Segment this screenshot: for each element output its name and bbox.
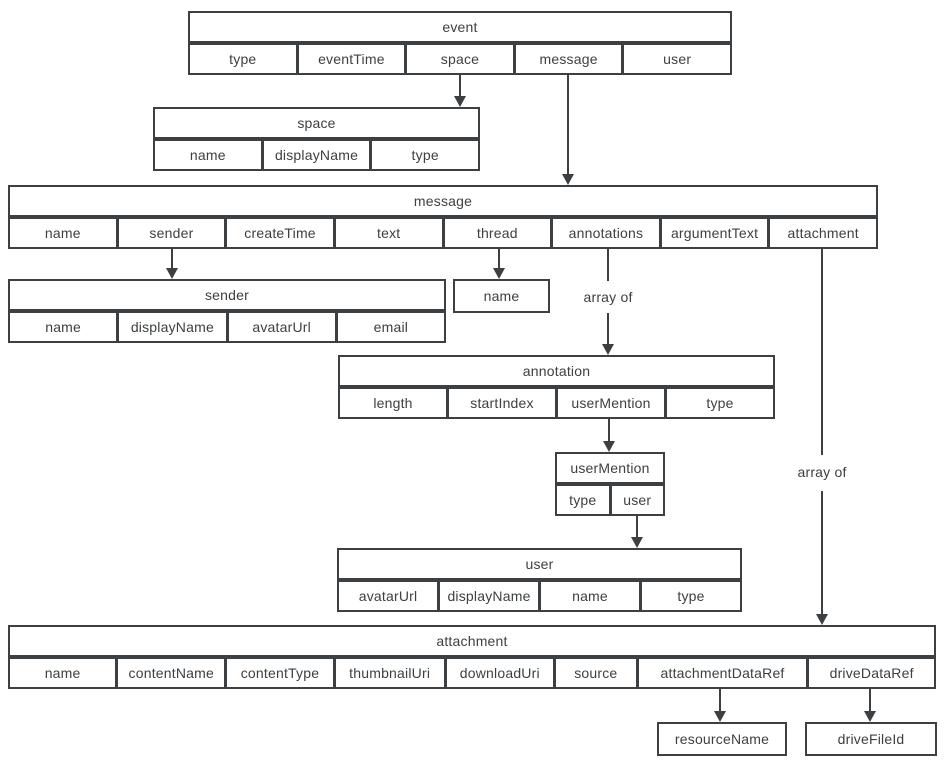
field-user-name: name [539, 580, 641, 612]
table-event-fields: type eventTime space message user [188, 43, 732, 75]
field-annotation-usermention: userMention [556, 387, 666, 419]
table-message-title: message [8, 185, 878, 217]
table-sender: sender name displayName avatarUrl email [8, 279, 446, 343]
field-annotation-startindex: startIndex [447, 387, 557, 419]
table-attachment-title: attachment [8, 625, 936, 657]
field-space-displayname: displayName [261, 139, 372, 171]
box-resourcename: resourceName [657, 722, 787, 756]
table-usermention-title: userMention [555, 452, 665, 484]
field-message-annotations: annotations [551, 217, 661, 249]
table-message-fields: name sender createTime text thread annot… [8, 217, 878, 249]
table-user-fields: avatarUrl displayName name type [337, 580, 742, 612]
field-message-thread: thread [442, 217, 553, 249]
edge-label-attachment-array-of: array of [797, 464, 847, 480]
edge-label-annotations-array-of: array of [583, 289, 633, 305]
field-message-text: text [333, 217, 444, 249]
table-message: message name sender createTime text thre… [8, 185, 878, 249]
table-event: event type eventTime space message user [188, 11, 732, 75]
table-space-fields: name displayName type [153, 139, 481, 171]
table-annotation-title: annotation [338, 355, 775, 387]
field-message-argumenttext: argumentText [659, 217, 770, 249]
field-event-space: space [405, 43, 515, 75]
table-sender-title: sender [8, 279, 446, 311]
box-drivefileid: driveFileId [805, 722, 937, 756]
field-attachment-name: name [8, 657, 118, 689]
field-user-displayname: displayName [438, 580, 540, 612]
field-space-type: type [370, 139, 481, 171]
field-user-avatarurl: avatarUrl [337, 580, 439, 612]
table-event-title: event [188, 11, 732, 43]
table-attachment: attachment name contentName contentType … [8, 625, 936, 689]
field-attachment-thumbnailuri: thumbnailUri [333, 657, 446, 689]
field-message-createtime: createTime [225, 217, 335, 249]
table-sender-fields: name displayName avatarUrl email [8, 311, 446, 343]
table-annotation-fields: length startIndex userMention type [338, 387, 775, 419]
field-event-user: user [622, 43, 732, 75]
field-attachment-downloaduri: downloadUri [444, 657, 555, 689]
table-user-title: user [337, 548, 742, 580]
field-annotation-type: type [665, 387, 775, 419]
field-event-eventtime: eventTime [296, 43, 407, 75]
field-usermention-type: type [555, 484, 611, 516]
field-annotation-length: length [338, 387, 448, 419]
field-space-name: name [153, 139, 263, 171]
field-message-sender: sender [116, 217, 227, 249]
field-attachment-contenttype: contentType [225, 657, 335, 689]
field-event-type: type [188, 43, 298, 75]
field-attachment-source: source [553, 657, 638, 689]
field-sender-avatarurl: avatarUrl [226, 311, 337, 343]
field-message-attachment: attachment [768, 217, 878, 249]
field-sender-email: email [335, 311, 446, 343]
field-sender-displayname: displayName [117, 311, 228, 343]
box-thread-name: name [453, 279, 550, 313]
field-message-name: name [8, 217, 118, 249]
table-space-title: space [153, 107, 480, 139]
table-attachment-fields: name contentName contentType thumbnailUr… [8, 657, 936, 689]
table-space: space name displayName type [153, 107, 481, 171]
table-usermention: userMention type user [555, 452, 665, 516]
field-usermention-user: user [609, 484, 665, 516]
field-user-type: type [640, 580, 742, 612]
field-attachment-contentname: contentName [116, 657, 227, 689]
table-user: user avatarUrl displayName name type [337, 548, 742, 612]
field-attachment-drivedataref: driveDataRef [807, 657, 936, 689]
table-usermention-fields: type user [555, 484, 665, 516]
table-annotation: annotation length startIndex userMention… [338, 355, 775, 419]
field-sender-name: name [8, 311, 119, 343]
field-attachment-attachmentdataref: attachmentDataRef [636, 657, 809, 689]
field-event-message: message [513, 43, 624, 75]
